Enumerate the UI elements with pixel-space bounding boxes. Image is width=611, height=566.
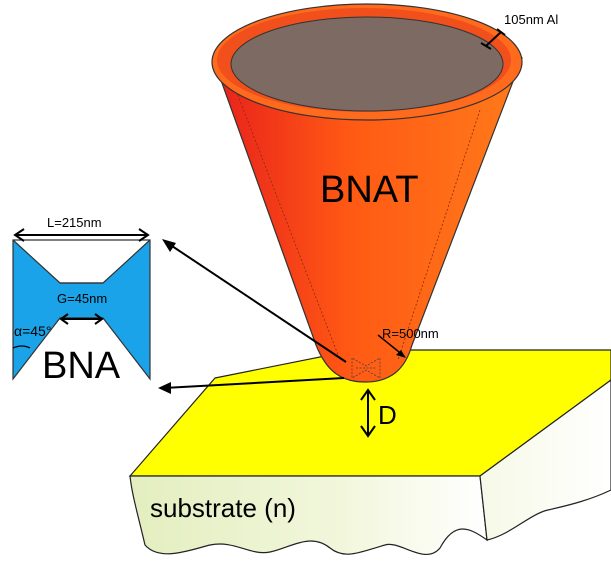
angle-label: α=45° — [14, 323, 51, 339]
radius-marker: R=500nm — [377, 326, 439, 358]
coating-thickness-marker: 105nm Al — [480, 12, 558, 50]
bna-label: BNA — [42, 345, 121, 387]
length-dimension: L=215nm — [13, 215, 150, 242]
coating-label: 105nm Al — [504, 12, 558, 27]
gap-label: G=45nm — [57, 291, 107, 306]
angle-marker: α=45° — [12, 323, 51, 349]
bna-antenna: L=215nm G=45nm α=45° BNA — [12, 215, 151, 387]
zoom-arrow-lower — [163, 377, 345, 389]
cone-rim-inner — [230, 16, 504, 112]
zoom-arrow-upper — [165, 241, 347, 363]
substrate-label: substrate (n) — [150, 493, 296, 523]
bnat-label: BNAT — [320, 169, 419, 211]
apex-antenna-sketch — [351, 357, 381, 379]
bnat-cone: BNAT — [211, 3, 523, 383]
zoom-arrows — [158, 239, 347, 394]
gap-dimension: G=45nm — [57, 291, 107, 325]
bowtie-gap — [58, 296, 106, 306]
radius-label: R=500nm — [382, 326, 439, 341]
length-label: L=215nm — [47, 215, 102, 230]
substrate-right-face — [479, 379, 611, 541]
distance-arrow: D — [360, 388, 397, 438]
substrate: substrate (n) — [128, 349, 611, 555]
substrate-front-face — [129, 475, 488, 555]
cone-body — [212, 57, 523, 383]
distance-label: D — [378, 400, 397, 430]
